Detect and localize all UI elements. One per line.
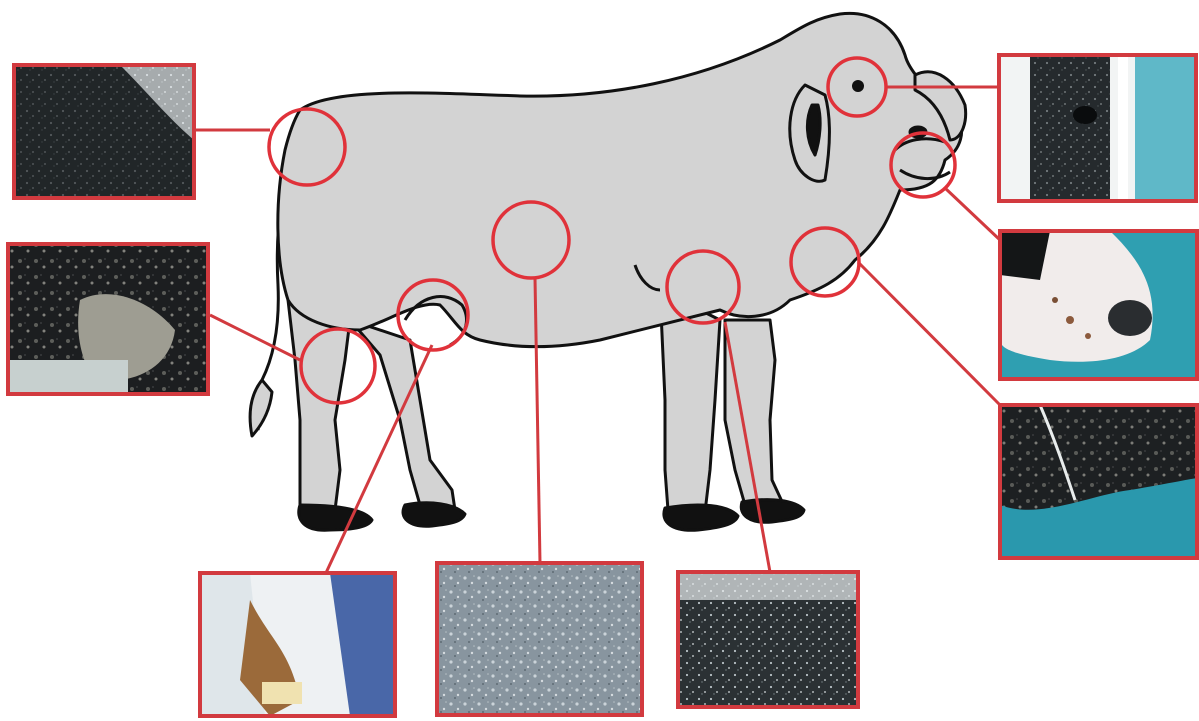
cow-front-leg-far [725, 320, 785, 508]
callout-line-muzzle [945, 188, 1000, 240]
cow-body [278, 13, 962, 346]
photo-udder [200, 573, 395, 716]
callout-line-flank [210, 315, 300, 360]
cow-hoof-2 [403, 503, 465, 526]
photo-eye [999, 55, 1196, 201]
cow-hoof-3 [664, 505, 738, 530]
photo-dewlap [1000, 405, 1197, 558]
photo-flank [8, 244, 208, 394]
callout-line-dewlap [858, 262, 1000, 405]
photo-hip [14, 65, 194, 198]
photo-foreleg [678, 572, 858, 707]
photo-muzzle [1000, 231, 1197, 379]
cow-tail-tuft [250, 380, 272, 436]
cow-hoof-4 [741, 500, 804, 523]
cow-eye [852, 80, 864, 92]
cow-hoof-1 [299, 505, 372, 530]
photo-belly [437, 563, 642, 715]
cow-hind-leg-near [288, 300, 350, 510]
